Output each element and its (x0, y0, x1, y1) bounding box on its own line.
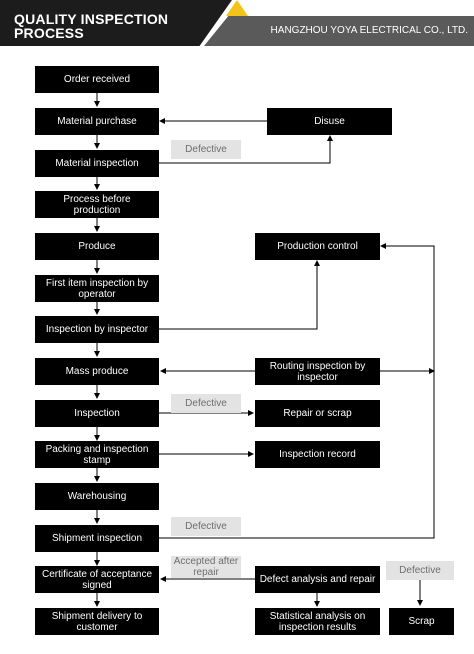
step-routing-inspection: Routing inspection by inspector (255, 358, 380, 385)
step-first-item-inspection: First item inspection by operator (35, 275, 159, 302)
arrow-inspector-to-control (159, 260, 320, 330)
tag-defective-scrap: Defective (386, 561, 454, 580)
step-production-control: Production control (255, 233, 380, 260)
loop-shipment-to-control (159, 243, 435, 539)
step-material-inspection: Material inspection (35, 150, 159, 177)
step-inspection-by-inspector: Inspection by inspector (35, 316, 159, 343)
arrow-inspection-to-disuse (159, 135, 333, 164)
step-disuse: Disuse (267, 108, 392, 135)
page-title: QUALITY INSPECTION PROCESS (14, 11, 169, 41)
step-order-received: Order received (35, 66, 159, 93)
tag-accepted-after-repair: Accepted after repair (171, 556, 241, 578)
tag-defective-material: Defective (171, 140, 241, 159)
step-produce: Produce (35, 233, 159, 260)
step-material-purchase: Material purchase (35, 108, 159, 135)
step-warehousing: Warehousing (35, 483, 159, 510)
step-shipment-inspection: Shipment inspection (35, 525, 159, 552)
company-name: HANGZHOU YOYA ELECTRICAL CO., LTD. (270, 25, 468, 36)
step-statistical-analysis: Statistical analysis on inspection resul… (255, 608, 380, 635)
step-process-before-production: Process before production (35, 191, 159, 218)
step-mass-produce: Mass produce (35, 358, 159, 385)
step-repair-or-scrap: Repair or scrap (255, 400, 380, 427)
step-inspection-record: Inspection record (255, 441, 380, 468)
step-scrap: Scrap (389, 608, 454, 635)
step-packing-stamp: Packing and inspection stamp (35, 441, 159, 468)
header-grey-band (204, 16, 474, 46)
header-dark-band (0, 0, 232, 46)
step-shipment-delivery: Shipment delivery to customer (35, 608, 159, 635)
step-inspection: Inspection (35, 400, 159, 427)
tag-defective-shipment: Defective (171, 517, 241, 536)
step-defect-analysis: Defect analysis and repair (255, 566, 380, 593)
step-certificate: Certificate of acceptance signed (35, 566, 159, 593)
tag-defective-inspection: Defective (171, 394, 241, 413)
